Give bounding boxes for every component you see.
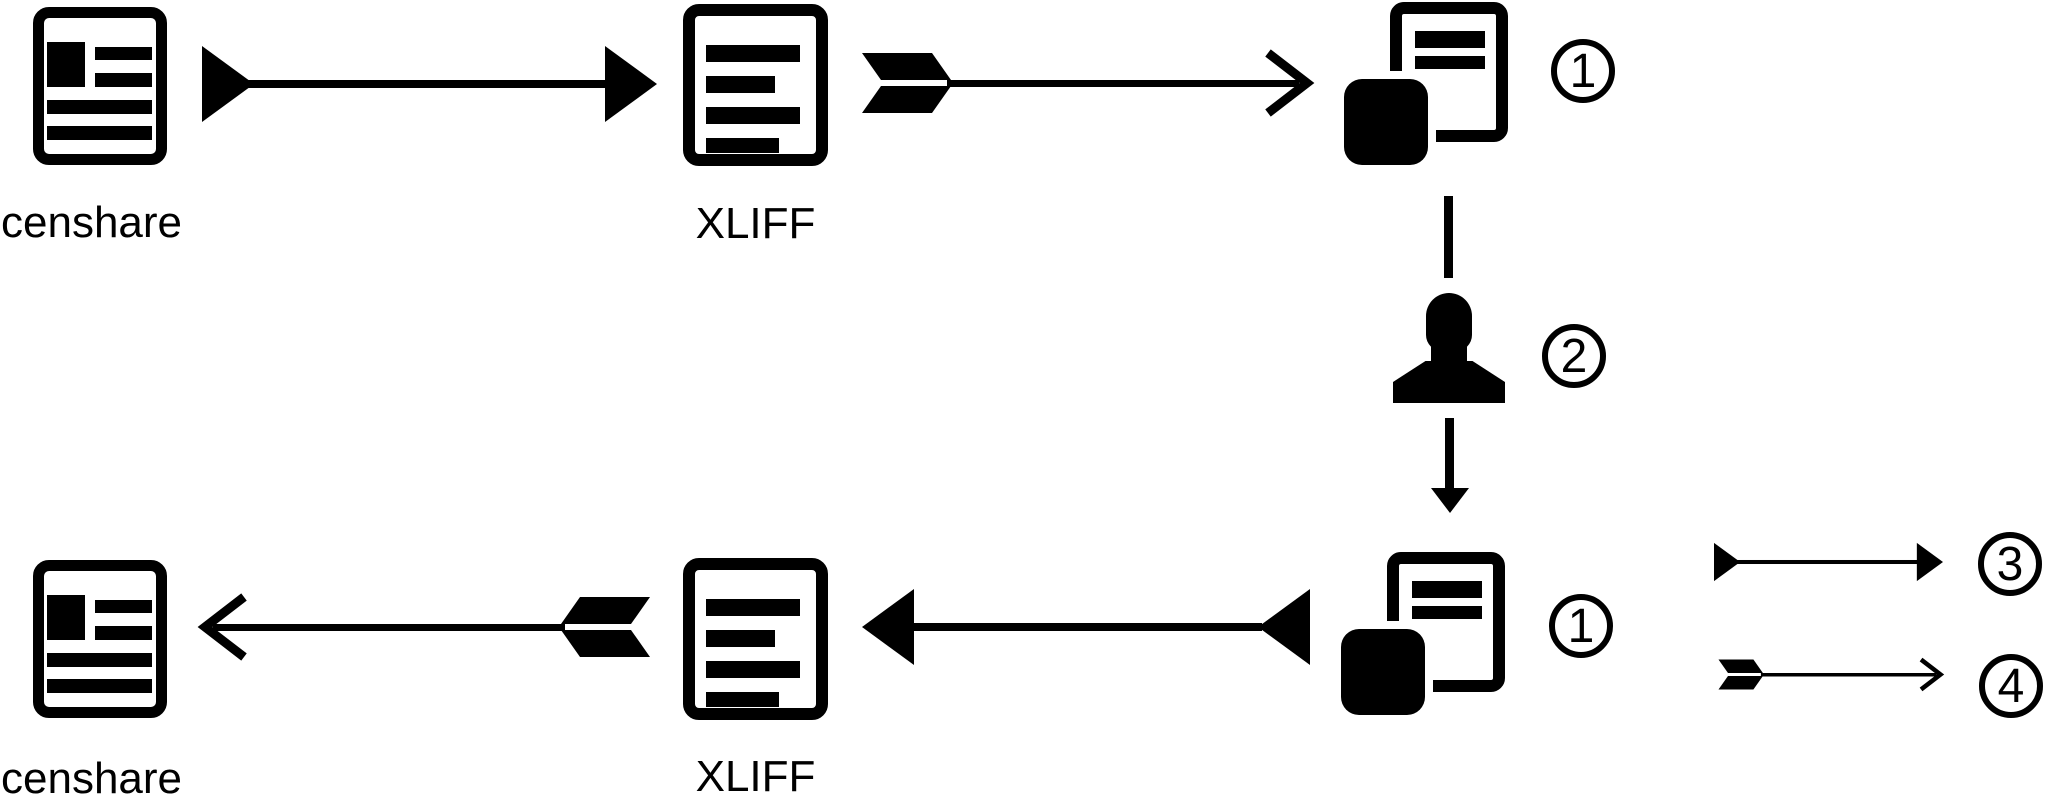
- connector-copy-to-person: [1444, 196, 1453, 278]
- doc-text-line: [706, 45, 800, 62]
- doc-text-line: [47, 679, 152, 693]
- step-badge-2: 2: [1542, 324, 1606, 388]
- arrow-shaft: [213, 624, 565, 631]
- doc-text-line: [706, 692, 779, 707]
- fletching-bottom: [1718, 675, 1763, 690]
- doc-text-line: [95, 600, 152, 613]
- copy-document-icon: [1337, 550, 1507, 720]
- fletching-bottom: [561, 630, 650, 657]
- doc-text-line: [1412, 606, 1482, 619]
- copy-document-icon: [1340, 0, 1510, 170]
- doc-text-line: [1415, 31, 1485, 48]
- arrowhead-chevron: [1265, 49, 1315, 117]
- person-shoulders: [1393, 361, 1505, 403]
- doc-text-line: [47, 653, 152, 667]
- doc-image-block: [47, 595, 85, 640]
- arrow-person-to-copy-shaft: [1445, 418, 1454, 490]
- arrow-person-to-copy-head: [1431, 488, 1469, 513]
- fletching-top: [561, 597, 650, 624]
- legend-feathered-arrow: [1718, 657, 1945, 692]
- doc-text-line: [706, 76, 775, 93]
- doc-text-line: [706, 599, 800, 616]
- arrow-xliff-to-copy-feathered: [862, 49, 1315, 117]
- doc-image-block: [47, 42, 85, 87]
- arrow-tail-triangle: [202, 46, 254, 122]
- fletching-top: [862, 53, 951, 80]
- doc-text-line: [706, 630, 775, 647]
- fletching-top: [1718, 659, 1763, 674]
- doc-text-line: [706, 661, 800, 678]
- doc-text-line: [1415, 56, 1485, 69]
- arrow-shaft: [900, 623, 1262, 631]
- arrowhead-triangle: [605, 46, 657, 122]
- doc-text-line: [1412, 581, 1482, 598]
- doc-text-line: [47, 100, 152, 114]
- arrowhead-chevron: [197, 593, 247, 661]
- doc-text-line: [706, 138, 779, 153]
- doc-text-line: [95, 73, 152, 87]
- arrow-shaft: [246, 80, 612, 88]
- copy-square-overlay: [1344, 79, 1428, 165]
- censhare-label-bottom: censhare: [1, 754, 183, 803]
- doc-text-line: [95, 47, 152, 60]
- arrowhead-triangle: [1916, 542, 1943, 582]
- xliff-label-top: XLIFF: [695, 199, 816, 248]
- fletching-bottom: [862, 86, 951, 113]
- doc-text-line: [47, 126, 152, 140]
- legend-badge-4: 4: [1979, 654, 2043, 718]
- censhare-document-icon: [33, 560, 167, 718]
- legend-solid-arrow: [1714, 542, 1943, 582]
- xliff-label-bottom: XLIFF: [695, 752, 816, 801]
- xliff-document-icon: [683, 558, 828, 720]
- censhare-label-top: censhare: [1, 198, 183, 247]
- step-badge-1-bottom: 1: [1549, 594, 1613, 658]
- arrow-tail-triangle: [1714, 542, 1741, 582]
- legend-badge-3: 3: [1978, 532, 2042, 596]
- arrow-tail-triangle: [1258, 589, 1310, 665]
- arrow-censhare-to-xliff-solid: [202, 46, 657, 122]
- arrow-shaft: [947, 80, 1299, 87]
- arrow-shaft: [1736, 559, 1921, 565]
- doc-text-line: [706, 107, 800, 124]
- arrow-shaft: [1760, 673, 1937, 677]
- copy-square-overlay: [1341, 629, 1425, 715]
- person-icon: [1393, 293, 1505, 403]
- xliff-document-icon: [683, 4, 828, 166]
- doc-text-line: [95, 626, 152, 640]
- arrow-xliff-to-censhare-feathered: [197, 593, 650, 661]
- arrowhead-chevron: [1919, 657, 1945, 692]
- arrow-copy-to-xliff-solid: [862, 589, 1310, 665]
- arrowhead-triangle: [862, 589, 914, 665]
- censhare-document-icon: [33, 7, 167, 165]
- step-badge-1-top: 1: [1551, 39, 1615, 103]
